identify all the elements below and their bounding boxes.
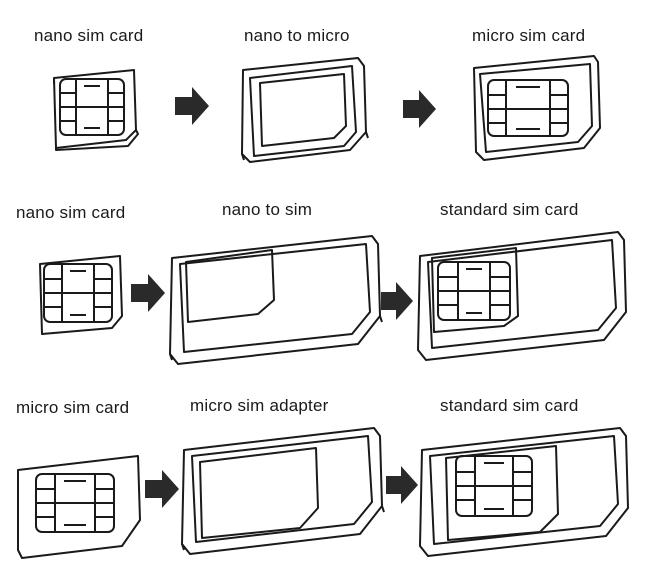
label-nano-sim-card-row1: nano sim card — [34, 26, 144, 45]
sim-chip-icon — [35, 473, 115, 533]
label-micro-sim-card-row3: micro sim card — [16, 398, 130, 417]
standard-sim-card-row2 — [417, 231, 627, 361]
micro-sim-card-row3 — [17, 455, 141, 559]
arrow-icon — [381, 282, 413, 320]
arrow-icon — [386, 466, 418, 504]
label-nano-to-micro: nano to micro — [244, 26, 350, 45]
nano-to-sim-adapter — [169, 235, 383, 365]
nano-to-micro-adapter — [241, 57, 369, 163]
arrow-icon — [145, 470, 179, 508]
nano-sim-card-row2 — [39, 255, 123, 335]
label-nano-sim-card-row2: nano sim card — [16, 203, 126, 222]
nano-sim-card-row1 — [53, 69, 139, 151]
sim-chip-icon — [43, 263, 113, 323]
label-micro-sim-adapter: micro sim adapter — [190, 396, 329, 415]
arrow-icon — [403, 90, 436, 128]
sim-chip-icon — [487, 79, 569, 137]
micro-sim-adapter — [181, 427, 385, 555]
sim-chip-icon — [437, 261, 511, 321]
label-nano-to-sim: nano to sim — [222, 200, 313, 219]
label-standard-sim-card-row3: standard sim card — [440, 396, 579, 415]
sim-chip-icon — [59, 78, 125, 136]
standard-sim-card-row3 — [419, 427, 629, 557]
sim-chip-icon — [455, 455, 533, 517]
micro-sim-card-row1 — [473, 55, 601, 161]
arrow-icon — [175, 87, 209, 125]
label-micro-sim-card-row1: micro sim card — [472, 26, 586, 45]
label-standard-sim-card-row2: standard sim card — [440, 200, 579, 219]
arrow-icon — [131, 274, 165, 312]
